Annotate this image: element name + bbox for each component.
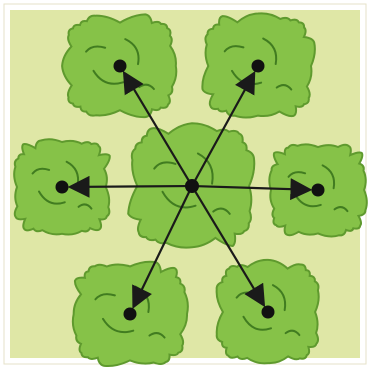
dot-middle-left — [56, 181, 69, 194]
arrow-to-middle-left — [72, 186, 186, 187]
dot-center — [185, 179, 199, 193]
dot-middle-right — [312, 184, 325, 197]
dot-bottom-left — [124, 308, 137, 321]
dot-top-left — [114, 60, 127, 73]
dot-bottom-right — [262, 306, 275, 319]
dot-top-right — [252, 60, 265, 73]
